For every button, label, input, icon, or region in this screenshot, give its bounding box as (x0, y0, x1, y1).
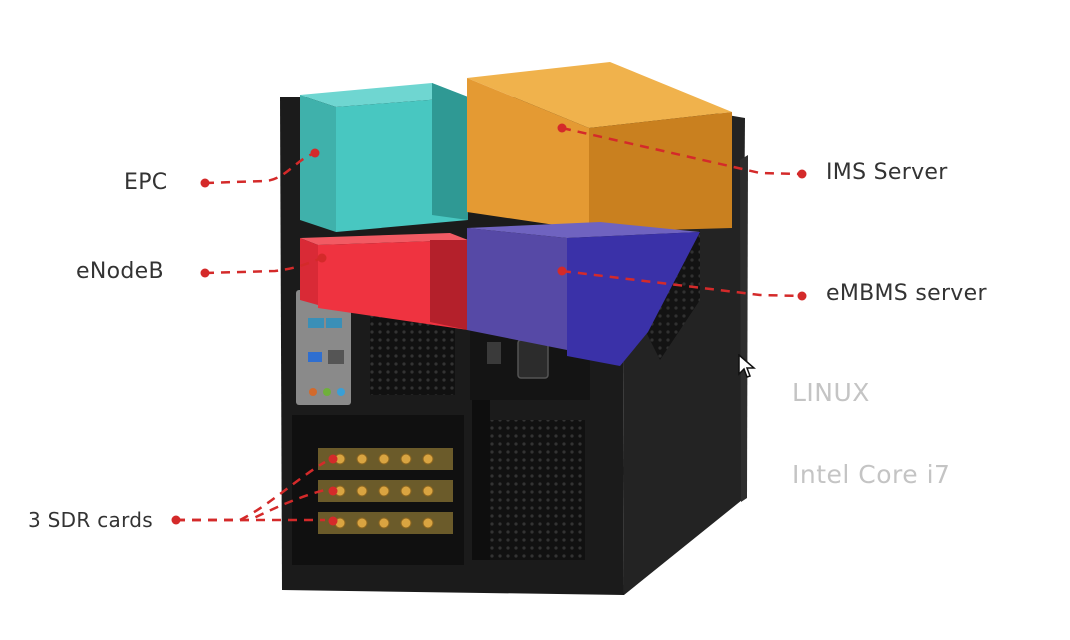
label-embms-server: eMBMS server (826, 281, 987, 306)
audio-jack (309, 388, 317, 396)
connector-sdr-2 (176, 488, 326, 522)
block-ims-server (467, 62, 732, 232)
side-vent-area (645, 230, 700, 360)
power-switch (487, 342, 501, 364)
label-epc: EPC (124, 170, 168, 195)
block-embms-server (467, 222, 700, 366)
label-os: LINUX (792, 378, 870, 407)
io-usb-port (308, 352, 322, 362)
connector-dots (171, 123, 807, 526)
connector-embms (561, 269, 803, 298)
label-enodeb: eNodeB (76, 259, 164, 284)
audio-jack (337, 388, 345, 396)
io-usb-port (308, 318, 324, 328)
block-enodeb (300, 233, 468, 330)
block-epc (300, 83, 468, 232)
label-ims-server: IMS Server (826, 160, 948, 185)
mouse-pointer-icon (738, 354, 757, 378)
label-sdr-cards: 3 SDR cards (28, 508, 153, 532)
side-panel-edge (740, 155, 748, 502)
psu-slot (472, 400, 490, 560)
io-ethernet-port (328, 350, 344, 364)
label-cpu: Intel Core i7 (792, 460, 951, 489)
connector-ims (561, 126, 803, 176)
power-socket (517, 339, 549, 379)
io-usb-port (326, 318, 342, 328)
psu-vent (490, 420, 585, 560)
audio-jack (323, 388, 331, 396)
connector-epc (204, 151, 316, 185)
connector-sdr-1 (176, 460, 326, 522)
sdr-antenna-connectors (334, 453, 434, 529)
